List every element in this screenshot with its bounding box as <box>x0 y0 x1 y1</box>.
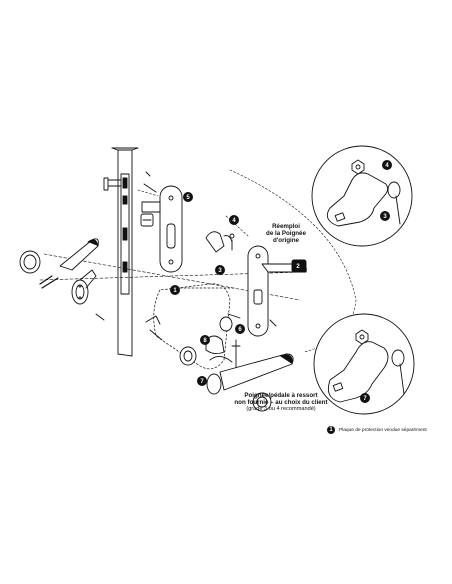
svg-text:1: 1 <box>173 288 177 294</box>
spring-handle-label-line-2: non fournie – au choix du client <box>234 399 328 407</box>
svg-text:4: 4 <box>385 163 389 169</box>
spring-handle-label-line-1: Poignée/pédale à ressort <box>244 392 318 399</box>
reused-handle-label-line-3: d'origine <box>273 237 299 245</box>
svg-text:2: 2 <box>296 264 300 270</box>
lower-lever-handle <box>145 315 294 412</box>
svg-text:8: 8 <box>203 338 207 344</box>
callout-5: 5 <box>183 192 193 202</box>
svg-text:4: 4 <box>232 218 236 224</box>
spring-clip-upper <box>205 231 235 253</box>
screws <box>143 171 277 327</box>
outer-lever-handle <box>59 238 105 321</box>
svg-text:7: 7 <box>363 396 367 402</box>
svg-text:7: 7 <box>200 379 204 385</box>
detail-circle-upper <box>311 145 413 247</box>
callout-2: 2 <box>293 261 303 271</box>
callout-7: 7 <box>197 376 207 386</box>
detail-callout-4: 4 <box>382 160 392 170</box>
callout-8: 8 <box>200 335 210 345</box>
detail-callout-7: 7 <box>360 393 370 403</box>
mortise-lock <box>103 173 130 295</box>
legend-badge: 1 <box>327 426 335 434</box>
svg-text:5: 5 <box>186 195 190 201</box>
spring-handle-label: Poignée/pédale à ressort non fournie – a… <box>229 392 333 413</box>
lower-rosette-set <box>179 316 241 373</box>
callout-3: 3 <box>215 265 225 275</box>
callout-1: 1 <box>170 285 180 295</box>
spring-handle-label-line-3: (grade 3 ou 4 recommandé) <box>246 406 316 413</box>
callout-4: 4 <box>229 215 239 225</box>
cylinder-parts <box>137 189 161 227</box>
callout-6: 6 <box>235 324 245 334</box>
callout-badges: 5 4 3 2 1 6 8 7 <box>170 160 392 403</box>
legend-text: Plaque de protection vendue séparément <box>339 427 427 433</box>
reused-handle-plate <box>247 245 307 337</box>
reused-handle-label-line-2: de la Poignée <box>266 230 306 238</box>
svg-text:3: 3 <box>218 268 222 274</box>
svg-text:3: 3 <box>383 214 387 220</box>
legend: 1 Plaque de protection vendue séparément <box>327 426 427 434</box>
detail-callout-3: 3 <box>380 211 390 221</box>
inner-escutcheon-plate <box>159 185 183 273</box>
outer-rosette <box>19 250 59 289</box>
reused-handle-label-line-1: Réemploi <box>272 223 300 230</box>
reused-handle-label: Réemploi de la Poignée d'origine <box>256 223 316 244</box>
svg-text:6: 6 <box>238 327 242 333</box>
detail-circle-lower <box>313 313 415 415</box>
